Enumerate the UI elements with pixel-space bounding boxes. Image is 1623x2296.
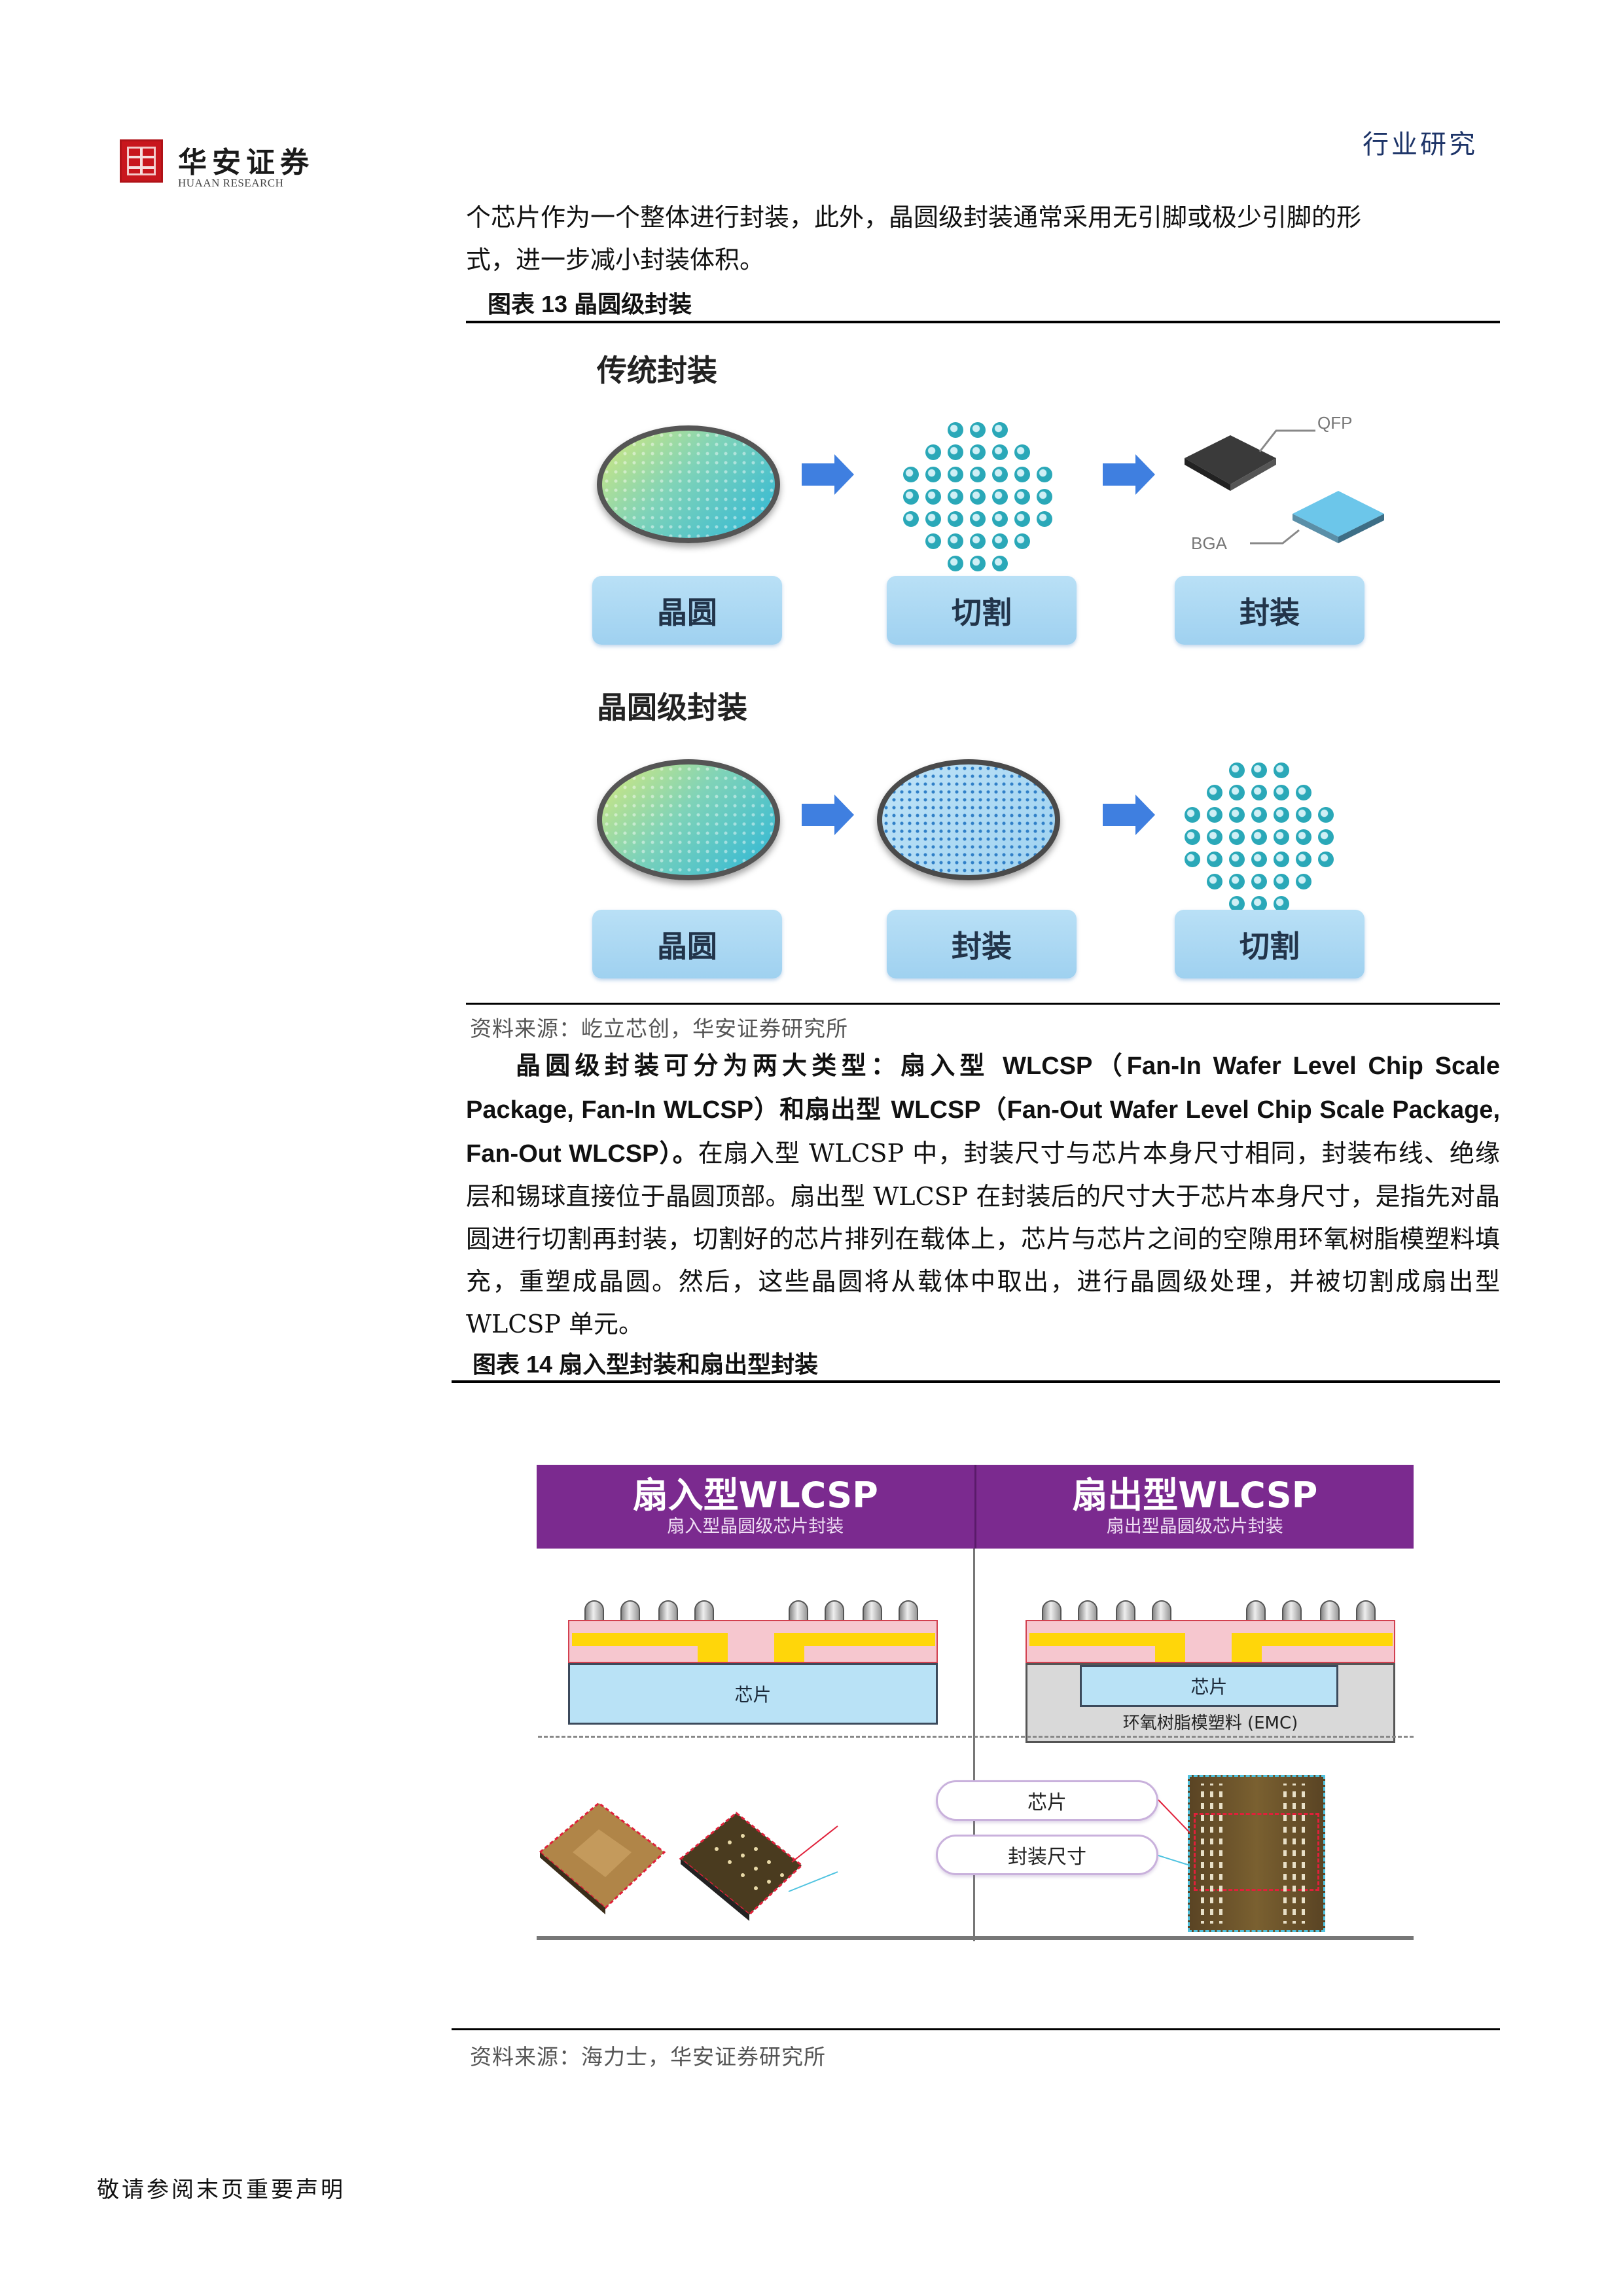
arrow-right-icon (802, 795, 854, 835)
logo-text-en: HUAAN RESEARCH (178, 177, 284, 189)
fan-in-cross-section: 芯片 (568, 1600, 938, 1725)
logo-icon (120, 139, 163, 183)
fan-out-subtitle: 扇出型晶圆级芯片封装 (1106, 1516, 1283, 1537)
fan-out-header: 扇出型WLCSP 扇出型晶圆级芯片封装 (974, 1465, 1414, 1549)
figure-baseline (537, 1936, 1414, 1940)
lead-end: 。 (672, 1138, 698, 1168)
callout-package-size: 封装尺寸 (936, 1835, 1158, 1875)
emc-layer: 芯片 环氧树脂模塑料 (EMC) (1026, 1663, 1395, 1743)
diced-dies-icon (903, 422, 1052, 571)
chip-layer: 芯片 (1080, 1665, 1338, 1707)
dielectric-layer (1026, 1620, 1395, 1663)
packaged-wafer-icon (877, 759, 1060, 880)
body-text: 在扇入型 WLCSP 中，封装尺寸与芯片本身尺寸相同，封装布线、绝缘层和锡球直接… (466, 1139, 1500, 1338)
footer-disclaimer: 敬请参阅末页重要声明 (97, 2177, 346, 2203)
step-box: 切割 (1175, 910, 1364, 978)
figure-number: 13 (541, 291, 568, 317)
solder-balls-icon (1026, 1600, 1395, 1626)
wafer-icon (597, 425, 780, 543)
step-box: 晶圆 (592, 910, 782, 978)
dielectric-layer (568, 1620, 938, 1663)
qfp-bga-packages-icon (1185, 429, 1384, 545)
callout-chip: 芯片 (936, 1780, 1158, 1821)
fan-in-chip-photos (538, 1802, 838, 1921)
step-box: 封装 (1175, 576, 1364, 645)
callout-connector-lines (1158, 1799, 1190, 1866)
lead-term-fan-in: WLCSP（Fan-In Wafer Level Chip Scale Pack… (466, 1052, 1500, 1124)
lead-term-fan-out: WLCSP（Fan-Out Wafer Level Chip Scale Pac… (466, 1096, 1500, 1168)
step-box: 晶圆 (592, 576, 782, 645)
fan-out-chip-photo (1188, 1775, 1325, 1932)
lead-text: 和扇出型 (779, 1094, 891, 1124)
step-box: 封装 (887, 910, 1077, 978)
figure14-source: 资料来源：海力士，华安证券研究所 (470, 2044, 826, 2070)
wafer-level-packaging-heading: 晶圆级封装 (597, 690, 747, 725)
solder-balls-icon (568, 1600, 938, 1626)
step-box: 切割 (887, 576, 1077, 645)
figure-title: 晶圆级封装 (574, 291, 692, 318)
figure-number: 14 (526, 1351, 553, 1378)
emc-label: 环氧树脂模塑料 (EMC) (1122, 1713, 1298, 1733)
column-divider (973, 1549, 975, 1941)
paragraph-fan-in-fan-out: 晶圆级封装可分为两大类型：扇入型 WLCSP（Fan-In Wafer Leve… (466, 1044, 1500, 1346)
arrow-right-icon (1103, 795, 1155, 835)
fan-in-header: 扇入型WLCSP 扇入型晶圆级芯片封装 (537, 1465, 974, 1549)
figure-top-rule (466, 321, 1500, 323)
qfp-label: QFP (1317, 413, 1353, 433)
paragraph-continuation: 个芯片作为一个整体进行封装，此外，晶圆级封装通常采用无引脚或极少引脚的形 式，进… (466, 196, 1500, 281)
figure-top-rule (452, 1380, 1500, 1383)
figure-prefix: 图表 (488, 291, 535, 318)
figure-prefix: 图表 (473, 1351, 520, 1378)
figure-title: 扇入型封装和扇出型封装 (559, 1351, 819, 1378)
diced-dies-icon (1185, 762, 1334, 912)
bga-label: BGA (1191, 533, 1227, 553)
text-line: 式，进一步减小封装体积。 (466, 245, 765, 274)
figure-bottom-rule (452, 2028, 1500, 2030)
fan-in-title: 扇入型WLCSP (632, 1475, 878, 1516)
lead-text: 晶圆级封装可分为两大类型：扇入型 (516, 1050, 1003, 1080)
figure-bottom-rule (466, 1003, 1500, 1005)
traditional-packaging-heading: 传统封装 (597, 353, 717, 388)
fan-in-subtitle: 扇入型晶圆级芯片封装 (667, 1516, 844, 1537)
chip-layer: 芯片 (568, 1663, 938, 1725)
fan-in-fan-out-header: 扇入型WLCSP 扇入型晶圆级芯片封装 扇出型WLCSP 扇出型晶圆级芯片封装 (537, 1465, 1414, 1549)
logo-text-cn: 华安证券 (178, 146, 314, 179)
fan-out-cross-section: 芯片 环氧树脂模塑料 (EMC) (1026, 1600, 1395, 1743)
arrow-right-icon (802, 454, 854, 495)
figure13-source: 资料来源：屹立芯创，华安证券研究所 (470, 1016, 848, 1041)
section-label: 行业研究 (1363, 130, 1478, 160)
text-line: 个芯片作为一个整体进行封装，此外，晶圆级封装通常采用无引脚或极少引脚的形 (466, 203, 1362, 232)
fan-out-title: 扇出型WLCSP (1072, 1475, 1318, 1516)
dashed-divider (538, 1736, 1414, 1738)
wafer-icon (597, 759, 780, 880)
arrow-right-icon (1103, 454, 1155, 495)
